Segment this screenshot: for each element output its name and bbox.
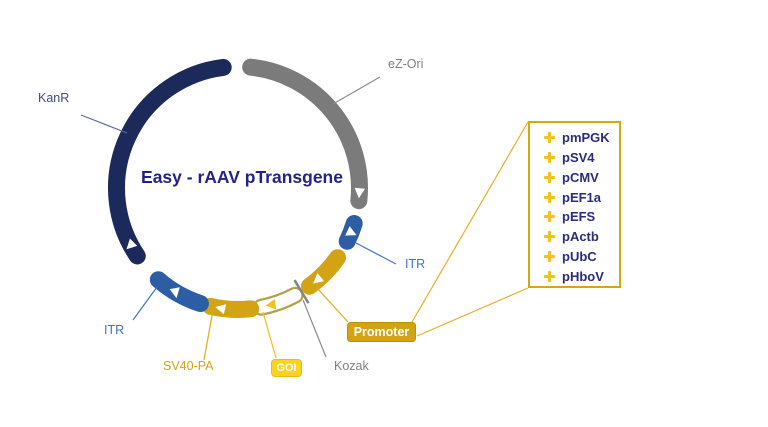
legend-item-label: pmPGK	[562, 130, 610, 146]
promoter-options-panel: pmPGK pSV4 pCMV pEF1a pEFS pActb pUbC p	[528, 121, 621, 288]
plasmid-ring	[108, 58, 368, 318]
legend-item-label: pSV4	[562, 150, 595, 166]
promoter-arc	[300, 249, 347, 295]
promoter-badge: Promoter	[347, 322, 416, 342]
legend-item: pSV4	[544, 148, 619, 168]
legend-item: pActb	[544, 227, 619, 247]
legend-item-label: pCMV	[562, 169, 599, 185]
legend-item-label: pEFS	[562, 209, 596, 225]
sparkle-icon	[544, 191, 555, 203]
legend-item-label: pActb	[562, 229, 599, 245]
itr-left-arrow	[169, 287, 180, 299]
itr-left-arc	[149, 271, 209, 313]
legend-item: pEFS	[544, 207, 619, 227]
kozak-label: Kozak	[334, 359, 369, 373]
kanr-arrow	[126, 238, 138, 250]
itr-left-leader-line	[132, 286, 158, 321]
ezori-leader-line	[332, 76, 381, 105]
sv40-arrow	[215, 304, 227, 315]
legend-item: pUbC	[544, 247, 619, 267]
legend-item: pmPGK	[544, 128, 619, 148]
sv40-leader-line	[203, 309, 214, 361]
kanr-label: KanR	[38, 91, 70, 105]
itr-right-arrow	[345, 226, 357, 236]
legend-item-label: pHboV	[562, 268, 604, 284]
plasmid-title: Easy - rAAV pTransgene	[141, 167, 343, 187]
ezori-arc	[242, 58, 368, 210]
legend-item: pHboV	[544, 266, 619, 286]
kanr-leader-line	[80, 114, 128, 134]
sparkle-icon	[544, 250, 555, 262]
kanr-arc	[108, 58, 232, 265]
ezori-label: eZ-Ori	[388, 57, 424, 71]
sparkle-icon	[544, 152, 555, 164]
sparkle-icon	[544, 231, 555, 243]
sv40-arc	[202, 297, 260, 318]
promoter-leader-line	[316, 287, 349, 323]
sparkle-icon	[544, 270, 555, 282]
legend-item: pEF1a	[544, 187, 619, 207]
kozak-tick	[293, 279, 310, 304]
goi-badge: GOI	[271, 359, 302, 377]
goi-leader-line	[262, 311, 277, 359]
itr-right-leader-line	[355, 242, 397, 265]
itr-right-label: ITR	[405, 257, 426, 271]
kozak-leader-line	[302, 299, 327, 358]
promoter-arrow	[313, 273, 325, 284]
ezori-arrow	[354, 187, 365, 199]
goi-arc-fill	[254, 289, 302, 314]
sv40-label: SV40-PA	[163, 359, 214, 373]
legend-callout-line-top	[411, 121, 529, 323]
legend-callout-line-bottom	[416, 287, 529, 337]
sparkle-icon	[544, 171, 555, 183]
legend-item-label: pUbC	[562, 248, 597, 264]
sparkle-icon	[544, 211, 555, 223]
legend-item-label: pEF1a	[562, 189, 602, 205]
itr-left-label: ITR	[104, 323, 125, 337]
legend-item: pCMV	[544, 168, 619, 188]
sparkle-icon	[544, 132, 555, 144]
goi-arrow	[265, 299, 277, 310]
